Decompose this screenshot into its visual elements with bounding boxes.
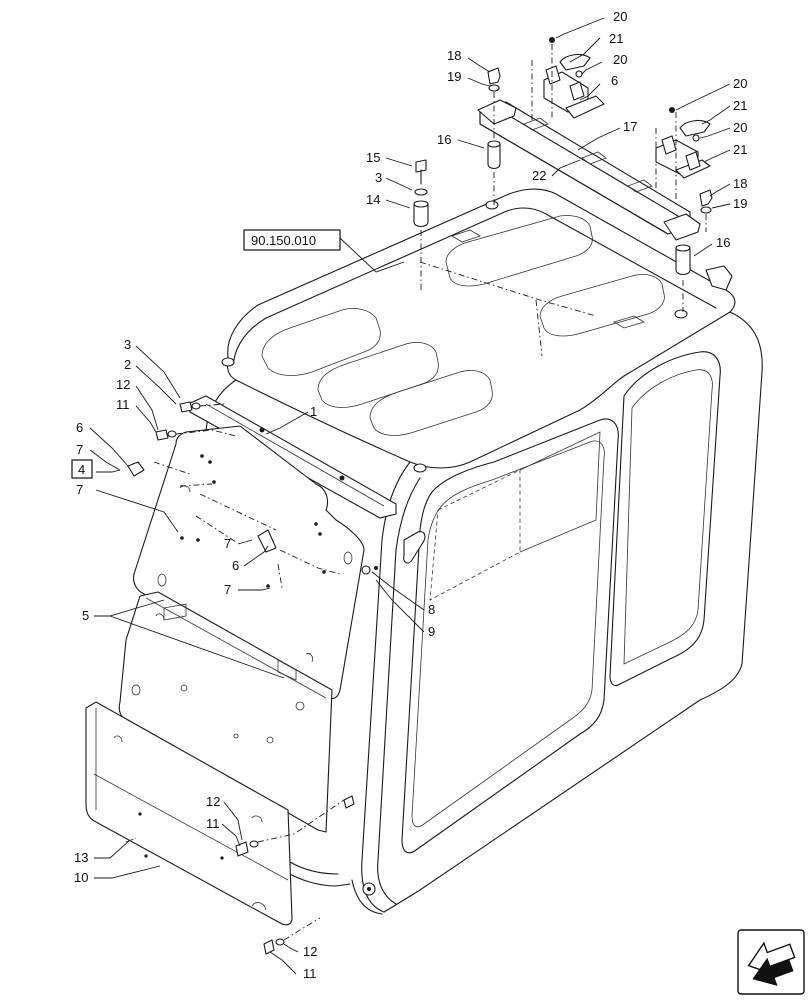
cab-body xyxy=(205,188,763,915)
callout-7: 7 xyxy=(76,482,83,497)
callout-22: 22 xyxy=(532,168,546,183)
callout-3: 3 xyxy=(124,337,131,352)
callout-20: 20 xyxy=(613,9,627,24)
upper-panel-group xyxy=(127,395,397,700)
callout-11: 11 xyxy=(303,966,317,981)
callout-3: 3 xyxy=(375,170,382,185)
callout-11: 11 xyxy=(116,397,130,412)
callout-6: 6 xyxy=(611,73,618,88)
callout-5: 5 xyxy=(82,608,89,623)
callout-17: 17 xyxy=(623,119,637,134)
callout-7: 7 xyxy=(224,582,231,597)
callout-12: 12 xyxy=(116,377,130,392)
reference-link[interactable]: 90.150.010 xyxy=(243,229,341,251)
callout-21: 21 xyxy=(733,98,747,113)
callout-20: 20 xyxy=(733,76,747,91)
next-page-arrow-icon[interactable] xyxy=(737,929,805,995)
callout-12: 12 xyxy=(303,944,317,959)
callout-box-4 xyxy=(71,459,93,479)
callout-8: 8 xyxy=(428,602,435,617)
callout-20: 20 xyxy=(613,52,627,67)
callout-2: 2 xyxy=(124,357,131,372)
callout-7: 7 xyxy=(76,442,83,457)
middle-panel xyxy=(118,591,333,833)
reference-label: 90.150.010 xyxy=(251,233,316,248)
callout-16: 16 xyxy=(437,132,451,147)
callout-15: 15 xyxy=(366,150,380,165)
callout-19: 19 xyxy=(447,69,461,84)
callout-14: 14 xyxy=(366,192,380,207)
callout-13: 13 xyxy=(74,850,88,865)
callout-11: 11 xyxy=(206,816,220,831)
callout-6: 6 xyxy=(76,420,83,435)
callout-16: 16 xyxy=(716,235,730,250)
callout-18: 18 xyxy=(447,48,461,63)
callout-4: 4 xyxy=(78,462,85,477)
assembly-axes xyxy=(419,44,707,357)
callout-9: 9 xyxy=(428,624,435,639)
rail-bracket xyxy=(477,37,713,241)
leader-lines xyxy=(89,17,731,975)
callout-10: 10 xyxy=(74,870,88,885)
callout-1: 1 xyxy=(310,404,317,419)
lower-panel xyxy=(85,701,355,955)
callout-18: 18 xyxy=(733,176,747,191)
callout-12: 12 xyxy=(206,794,220,809)
callout-20: 20 xyxy=(733,120,747,135)
callout-21: 21 xyxy=(609,31,623,46)
callout-6: 6 xyxy=(232,558,239,573)
roof-spacers xyxy=(413,140,691,276)
callout-19: 19 xyxy=(733,196,747,211)
callout-21: 21 xyxy=(733,142,747,157)
callout-labels: 20 21 20 6 18 19 20 21 20 21 17 22 16 15… xyxy=(71,9,747,981)
callout-7: 7 xyxy=(224,536,231,551)
